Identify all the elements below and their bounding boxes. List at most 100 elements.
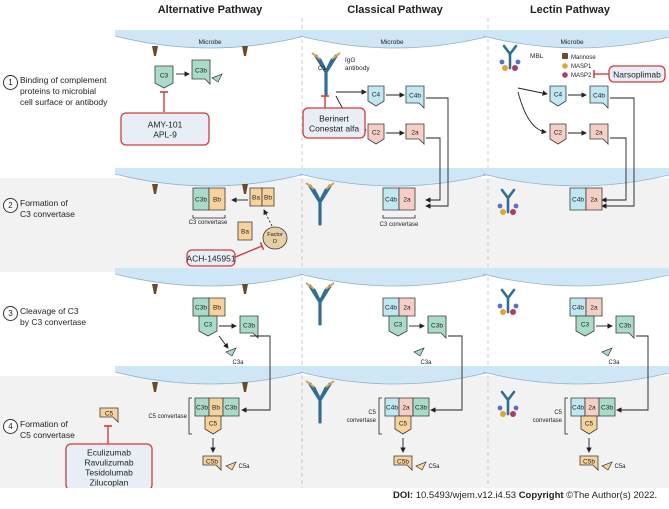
classical-r4-c2a-label: 2a — [402, 405, 410, 412]
alt-r3-bb-label: Bb — [213, 305, 221, 312]
classical-r4-c3b-label: C3b — [415, 405, 427, 412]
alt-r4-c5-label: C5 — [209, 421, 218, 428]
alt-c3-convertase-bracket — [192, 215, 226, 219]
lectin-r4-c5: C5 — [580, 415, 598, 435]
lectin-c4b-shape — [589, 85, 609, 109]
factor-d — [262, 226, 288, 250]
lectin-c2a-shape — [589, 123, 609, 145]
classical-igg-label: IgG — [345, 57, 355, 64]
classical-c1-antibody — [314, 54, 338, 96]
legend-mannose-swatch — [562, 53, 568, 59]
membrane-classical-row-3-edge — [299, 273, 491, 287]
classical-r3-c2a-shape — [398, 297, 416, 317]
classical-c4b-label: C4b — [409, 93, 421, 100]
factor-d-label-1: Factor — [267, 232, 283, 238]
lectin-r4-mbl — [500, 390, 516, 416]
lectin-r2-mbl-dot-a — [497, 203, 503, 209]
classical-r3-c3b-shape — [427, 315, 447, 339]
classical-c1-antibody-igg — [311, 52, 341, 60]
lectin-mbl — [502, 44, 518, 70]
classical-c4b: C4b — [405, 85, 425, 109]
step-1-line-1: Binding of complement — [20, 75, 107, 85]
lectin-mbl-to-c2 — [517, 91, 547, 135]
alt-c3-shape — [154, 65, 174, 89]
lectin-c2: C2 — [549, 123, 567, 145]
alt-r4-c3b-2-label: C3b — [225, 405, 237, 412]
row-2-background — [0, 178, 669, 272]
lectin-r3-c2a-shape — [585, 297, 603, 317]
classical-r3-c3a-shape — [413, 347, 425, 357]
alt-r2-bb-top-label: Bb — [264, 195, 272, 202]
alt-c3b-to-c5-arrow — [241, 335, 271, 413]
classical-c3-convertase-label: C3 convertase — [380, 222, 419, 228]
alt-r4-c5a-label: C5a — [238, 464, 250, 470]
alt-c5-convertase-bracket — [188, 397, 192, 435]
alt-r3-c3b-product-shape — [239, 315, 259, 339]
classical-r4-c4b: C4b — [384, 397, 400, 417]
membrane-lectin-row-2 — [483, 168, 669, 186]
step-3-number: 3 — [3, 306, 18, 321]
copyright-value: ©The Author(s) 2022. — [563, 490, 658, 501]
classical-r3-c3b: C3b — [427, 315, 447, 339]
ach-drug-box-line-1: ACH-145951 — [186, 254, 235, 264]
classical-c1-label: C1 — [318, 65, 327, 72]
classical-r3-c4b-label: C4b — [385, 305, 397, 312]
alt-r3-c3: C3 — [198, 315, 218, 337]
classical-r4-c5-shape — [394, 415, 412, 435]
lectin-r3-c3a-label: C3a — [608, 360, 620, 366]
classical-c2a: 2a — [405, 123, 425, 145]
lectin-c5-convertase-bracket — [564, 397, 568, 435]
membrane-alternative-row-2-edge — [114, 173, 306, 187]
alt-c5-convertase-label: C5 convertase — [148, 414, 187, 420]
classical-c2a-shape — [405, 123, 425, 145]
lectin-r3-c3b: C3b — [615, 315, 635, 339]
alt-r2-ba-top: Ba — [249, 187, 263, 207]
lectin-r3-c2a: 2a — [585, 297, 603, 317]
lectin-r4-c2a: 2a — [584, 397, 600, 417]
alt-r3-c3b-label: C3b — [195, 305, 207, 312]
alt-r3-bb-shape — [208, 297, 226, 317]
ach-drug-box — [186, 249, 236, 267]
classical-c2a-label: 2a — [411, 130, 419, 137]
membrane-lectin-row-1 — [483, 30, 669, 48]
alt-c3a-fragment — [211, 73, 223, 83]
alt-r2-bb-label: Bb — [213, 197, 221, 204]
lectin-r2-mbl — [500, 188, 516, 214]
membrane-alternative-row-4-surface-molecule-1 — [152, 382, 158, 392]
lectin-c5-convertase-label-2: convertase — [533, 418, 563, 424]
alt-c3-label: C3 — [160, 73, 169, 80]
lectin-c2a-label: 2a — [595, 130, 603, 137]
lectin-r2-mbl-dot-b — [513, 203, 519, 209]
alt-r2-c3b-label: C3b — [195, 197, 207, 204]
alt-r4-c3b-1-label: C3b — [196, 405, 208, 412]
step-1-number: 1 — [3, 75, 18, 90]
classical-antibody-label: antibody — [345, 65, 370, 72]
lectin-r2-mbl-masp2 — [510, 209, 516, 215]
lectin-mbl-dot-b — [515, 59, 521, 65]
membrane-classical-row-1 — [300, 30, 490, 48]
membrane-alternative-row-3-surface-molecule-1 — [152, 284, 158, 294]
membrane-alternative-row-1 — [115, 30, 305, 48]
membrane-alternative-row-3-edge — [114, 273, 306, 287]
footer-citation: DOI: 10.5493/wjem.v12.i4.53 Copyright ©T… — [393, 490, 657, 501]
lectin-r3-c3a-shape — [601, 347, 613, 357]
berinert-drug-box-line-2: Conestat alfa — [309, 124, 359, 134]
alt-c3: C3 — [154, 65, 174, 89]
alt-r4-c3b-1: C3b — [194, 397, 210, 417]
classical-r3-c3: C3 — [388, 315, 408, 337]
alt-c3b-shape — [191, 59, 211, 85]
lectin-r4-c3b-shape — [598, 397, 616, 417]
step-4-line-1: Formation of — [20, 419, 68, 429]
ach-inhibitor — [232, 245, 263, 259]
factor-d-arrow — [263, 209, 273, 227]
lectin-r3-c3b-shape — [615, 315, 635, 339]
lectin-r4-c5a-shape — [601, 461, 613, 471]
classical-r2-c2a-label: 2a — [403, 197, 411, 204]
c5-inhibitor-drug-box-line-2: Ravulizumab — [84, 458, 133, 468]
alt-c3b: C3b — [191, 59, 211, 85]
lectin-r3-mbl-masp1 — [500, 309, 506, 315]
doi-value: 10.5493/wjem.v12.i4.53 — [413, 490, 519, 501]
step-1-line-2: proteins to microbial — [20, 86, 97, 96]
lectin-c4b: C4b — [589, 85, 609, 109]
lectin-r2-c2a-shape — [585, 187, 603, 211]
